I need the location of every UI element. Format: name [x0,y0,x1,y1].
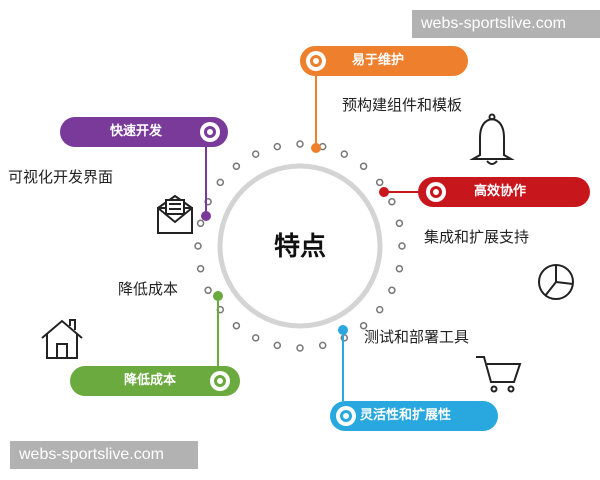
node-red [379,187,389,197]
feature-description: 预构建组件和模板 [342,96,463,114]
ring-dot [194,242,202,250]
ring-dot [296,344,304,352]
feature-description: 降低成本 [118,280,179,298]
feature-pill-efficient-collaboration: 高效协作 [418,177,590,207]
feature-label: 快速开发 [110,124,163,139]
node-orange [311,143,321,153]
ring-dot [375,178,384,187]
ring-dot [395,219,404,228]
ring-dot [388,286,396,295]
ring-dot [375,305,384,314]
ring-dot [318,341,327,350]
ring-dot [196,264,205,273]
ring-dot [273,142,282,151]
watermark: webs-sportslive.com [412,10,600,38]
feature-label: 易于维护 [352,53,405,68]
shopping-cart-icon [476,356,522,393]
ring-dot [395,264,404,273]
ring-dot [273,341,282,350]
feature-label: 高效协作 [474,184,527,199]
feature-description: 集成和扩展支持 [424,228,530,246]
house-icon [41,319,83,359]
pie-chart-icon [538,264,574,300]
bell-icon [469,113,515,165]
ring-dot [388,197,396,206]
feature-pill-rapid-development: 快速开发 [60,117,228,147]
ring-dot [398,242,406,250]
node-blue [338,325,348,335]
ring-dot [251,334,260,342]
feature-description: 可视化开发界面 [8,168,114,186]
center-label: 特点 [273,232,326,262]
feature-label: 降低成本 [124,373,177,388]
feature-pill-flexibility: 灵活性和扩展性 [330,401,498,431]
ring-dot [232,321,241,330]
watermark: webs-sportslive.com [10,441,198,469]
ring-dot [340,150,349,158]
ring-dot [232,162,241,171]
ring-dot [204,286,212,295]
envelope-icon [157,194,193,234]
feature-label: 灵活性和扩展性 [360,408,452,423]
target-icon [210,371,230,391]
feature-pill-easy-maintenance: 易于维护 [300,46,468,76]
node-purple [201,211,211,221]
center-circle [217,163,383,329]
ring-dot [359,162,368,171]
feature-description: 测试和部署工具 [364,328,470,346]
feature-pill-cost-reduction: 降低成本 [70,366,240,396]
ring-dot [359,321,368,330]
target-icon [336,406,356,426]
ring-dot [251,150,260,158]
ring-dot [296,140,304,148]
target-icon [200,122,220,142]
target-icon [426,182,446,202]
node-green [213,291,223,301]
target-icon [306,51,326,71]
ring-dot [216,178,225,187]
ring-dot [196,219,205,228]
